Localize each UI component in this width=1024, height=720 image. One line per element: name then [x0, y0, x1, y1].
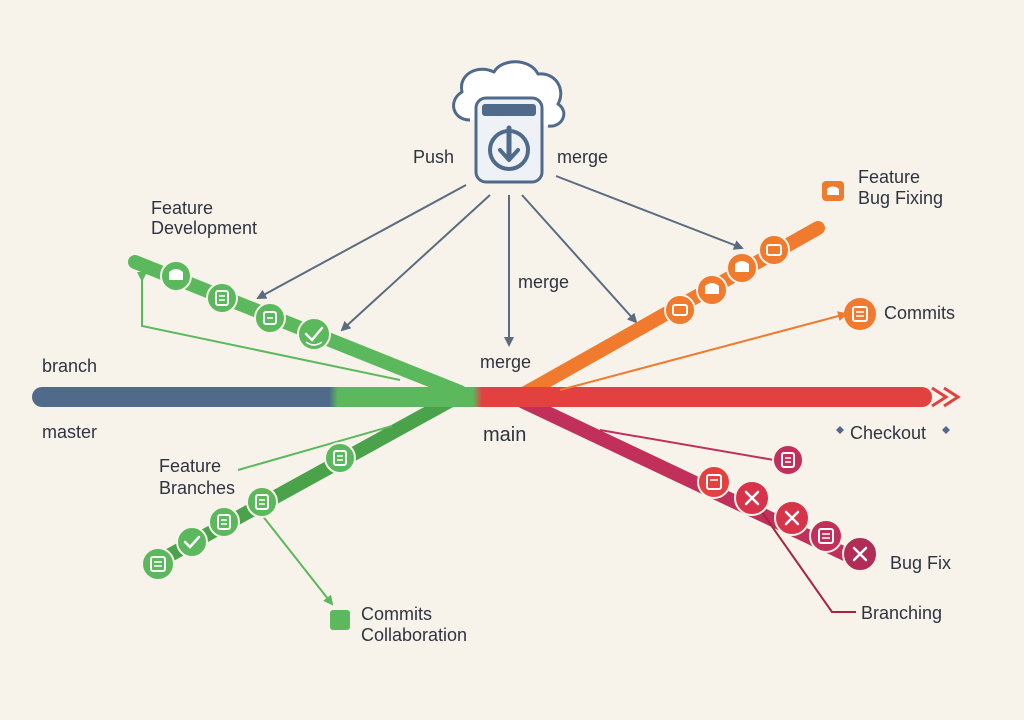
commits-collaboration-icon: [330, 610, 350, 630]
commits-label-orange: Commits: [884, 303, 955, 323]
merge-label-top: merge: [557, 147, 608, 167]
master-label: master: [42, 422, 97, 442]
bug-node-x-icon: [842, 536, 878, 572]
feature-development-label: Feature: [151, 198, 213, 218]
commit-node: [141, 547, 175, 581]
feature-branches-label-line2: Branches: [159, 478, 235, 498]
commits-collaboration-label: Commits: [361, 604, 432, 624]
checkout-diamond-icon: [836, 426, 950, 434]
feature-bug-fixing-label-line2: Bug Fixing: [858, 188, 943, 208]
commit-node: [297, 317, 331, 351]
commit-node: [324, 442, 356, 474]
push-label: Push: [413, 147, 454, 167]
feature-bug-fixing-label: Feature: [858, 167, 920, 187]
merge-label-lower: merge: [480, 352, 531, 372]
feature-development-label-line2: Development: [151, 218, 257, 238]
bug-node-x-icon: [774, 500, 810, 536]
commit-node: [697, 465, 731, 499]
connector-lines: [137, 272, 856, 613]
commit-node: [160, 260, 192, 292]
commit-node: [726, 252, 758, 284]
main-branch-line: [32, 386, 961, 408]
push-merge-arrows: [256, 175, 744, 347]
bug-node-x-icon: [734, 480, 770, 516]
commits-collaboration-label-line2: Collaboration: [361, 625, 467, 645]
commit-node: [758, 234, 790, 266]
commit-node: [254, 302, 286, 334]
commit-node: [809, 519, 843, 553]
commits-node: [844, 298, 876, 330]
commit-node: [208, 506, 240, 538]
feature-branches-label: Feature: [159, 456, 221, 476]
cloud-repository-icon: [452, 60, 566, 184]
feature-bug-fixing-icon: [822, 181, 844, 201]
commit-node: [246, 486, 278, 518]
commit-node: [176, 526, 208, 558]
commit-node: [664, 294, 696, 326]
bug-fix-branch: [513, 393, 869, 569]
bug-fix-label: Bug Fix: [890, 553, 951, 573]
commit-node: [206, 282, 238, 314]
merge-label-middle: merge: [518, 272, 569, 292]
checkout-label: Checkout: [850, 423, 926, 443]
branching-label: Branching: [861, 603, 942, 623]
commit-node: [772, 444, 804, 476]
main-label: main: [483, 424, 526, 446]
branch-label: branch: [42, 356, 97, 376]
commit-node: [696, 274, 728, 306]
